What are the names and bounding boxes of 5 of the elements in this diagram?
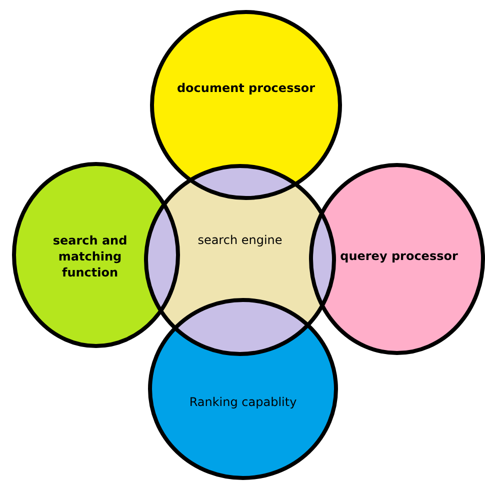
- circle-label: document processor: [171, 80, 321, 96]
- circle-label: search engine: [180, 232, 300, 248]
- circle-label: Ranking capablity: [173, 394, 313, 410]
- circle-label: search and matching function: [40, 232, 140, 282]
- circle-label: querey processor: [334, 248, 464, 264]
